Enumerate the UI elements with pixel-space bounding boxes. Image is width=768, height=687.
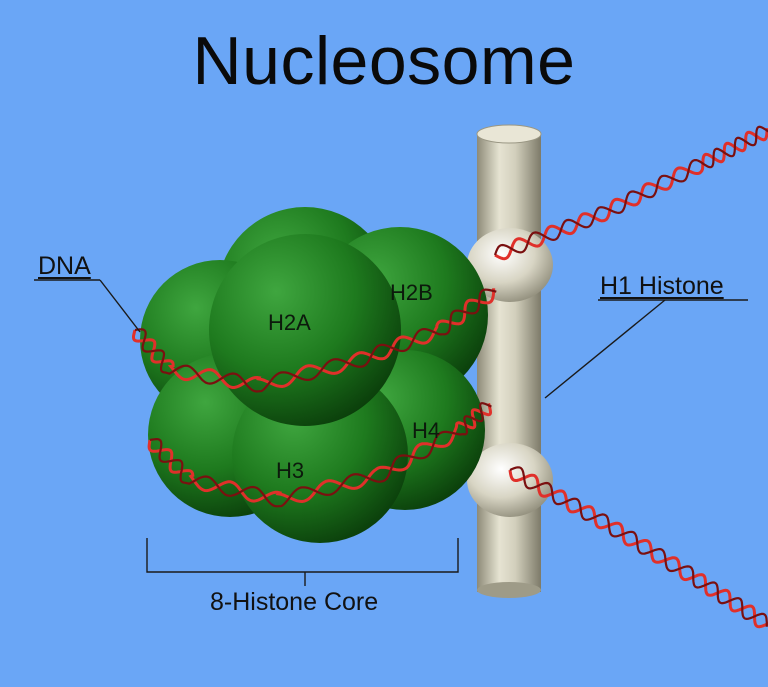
histone-core-label: 8-Histone Core [210, 588, 379, 616]
dna-strand-lower [508, 469, 768, 629]
h1-bead-upper [467, 228, 553, 302]
core-bracket [146, 538, 459, 573]
dna-linker-strands [493, 125, 768, 629]
h1-histone [467, 124, 553, 598]
h4-label: H4 [412, 418, 441, 443]
dna-leader-line [99, 279, 141, 333]
h2b-label: H2B [390, 280, 433, 305]
h1-tube-bottom [477, 582, 541, 598]
h1-tube-top [476, 124, 542, 144]
page-title: Nucleosome [192, 23, 576, 99]
leader-lines [34, 279, 748, 586]
dna-strand-wrap-upper [132, 288, 496, 389]
dna-strand-upper [494, 128, 768, 261]
dna-strand-wrap-lower [147, 402, 493, 504]
dna-strand-wrap-lower [149, 402, 492, 508]
h1-histone-label: H1 Histone [600, 272, 724, 300]
h3-label: H3 [276, 458, 305, 483]
h2a-label: H2A [268, 310, 311, 335]
dna-strand-lower [509, 466, 768, 627]
h1-tube [477, 132, 541, 592]
h1-leader-line [544, 299, 666, 399]
h1-bead-lower [467, 443, 553, 517]
dna-wrap [132, 288, 497, 508]
dna-strand-upper [493, 125, 768, 256]
dna-label: DNA [38, 252, 91, 280]
dna-strand-wrap-upper [134, 288, 497, 393]
